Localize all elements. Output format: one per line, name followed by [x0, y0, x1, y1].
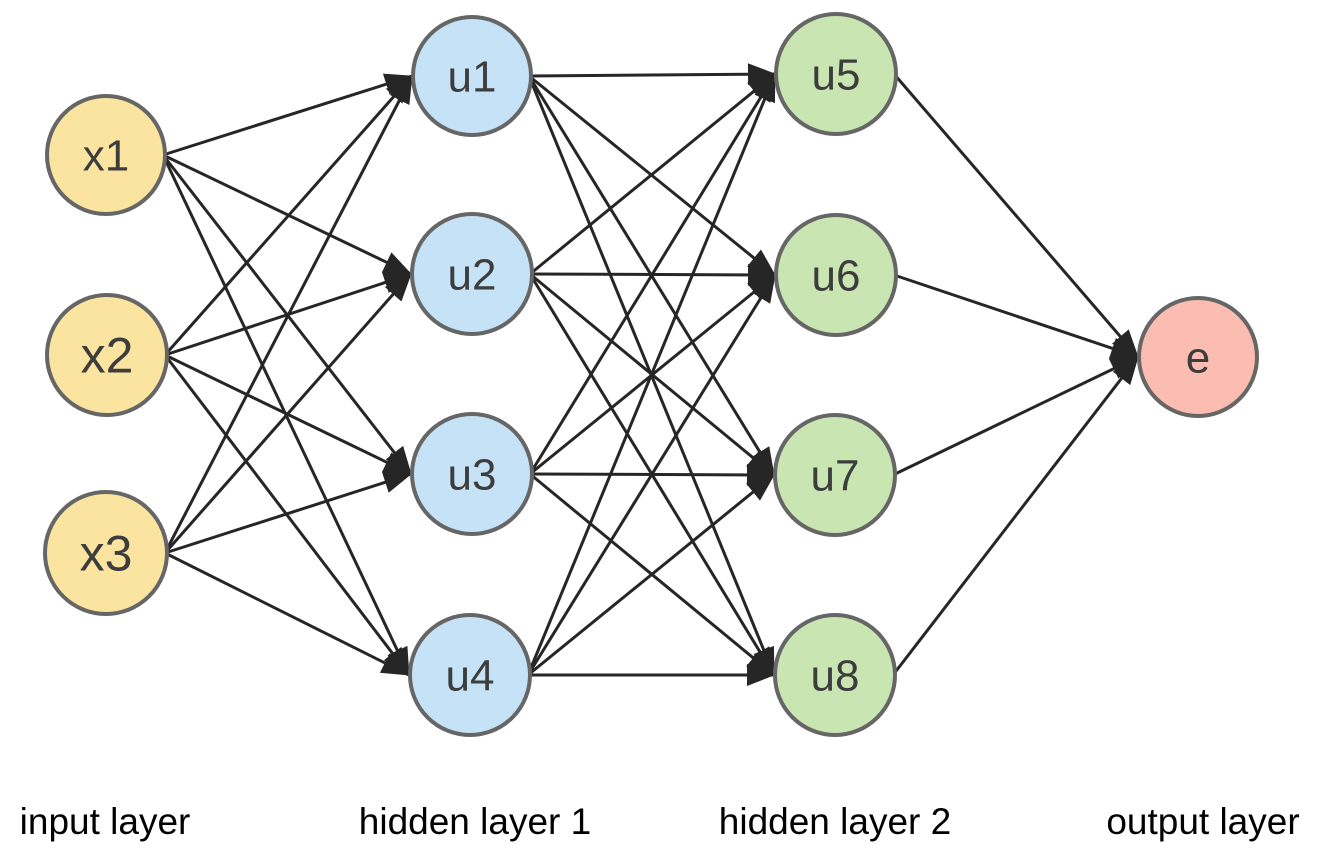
edge-u5-e [892, 73, 1140, 358]
layer-label-input: input layer [20, 801, 191, 842]
node-label-x2: x2 [81, 328, 134, 384]
node-x3 [43, 490, 169, 616]
node-label-u2: u2 [448, 250, 497, 299]
node-x1 [45, 94, 167, 216]
node-label-u6: u6 [812, 251, 861, 300]
edge-u3-u5 [528, 73, 777, 475]
edge-u4-u5 [526, 73, 777, 676]
edge-u8-e [891, 356, 1140, 676]
node-u5 [774, 12, 898, 136]
node-e [1137, 296, 1259, 418]
layer-label-hidden-1: hidden layer 1 [359, 801, 591, 842]
edge-x3-u1 [163, 75, 414, 554]
edge-x1-u1 [162, 73, 413, 157]
edge-x3-u2 [163, 273, 413, 554]
node-u2 [410, 212, 534, 336]
layer-labels-group: input layer hidden layer 1 hidden layer … [20, 801, 1300, 842]
node-label-e: e [1186, 333, 1210, 382]
nodes-group: x1 x2 x3 u1 u2 u3 u4 u5 u6 u7 u8 e [43, 12, 1259, 737]
edge-u7-e [892, 355, 1139, 477]
node-u1 [411, 15, 533, 137]
layer-label-output: output layer [1106, 801, 1299, 842]
node-x2 [45, 293, 169, 417]
node-label-u7: u7 [811, 451, 860, 500]
node-u3 [410, 412, 534, 536]
edge-u1-u5 [528, 63, 776, 86]
edge-x2-u1 [163, 75, 414, 356]
node-u8 [773, 613, 897, 737]
edge-x1-u2 [162, 153, 412, 276]
edge-u4-u6 [526, 274, 777, 676]
layer-label-hidden-2: hidden layer 2 [719, 801, 951, 842]
node-label-u3: u3 [448, 450, 497, 499]
node-label-x3: x3 [80, 526, 133, 582]
edges-group [161, 63, 1140, 686]
edge-u4-u7 [527, 473, 775, 677]
node-label-u4: u4 [446, 651, 495, 700]
node-label-x1: x1 [83, 131, 129, 180]
edge-u2-u5 [529, 72, 776, 276]
edge-u6-e [893, 273, 1139, 359]
node-label-u1: u1 [448, 52, 497, 101]
node-label-u8: u8 [811, 651, 860, 700]
node-u6 [774, 213, 898, 337]
node-u7 [773, 413, 897, 537]
node-u4 [408, 613, 532, 737]
node-label-u5: u5 [812, 50, 861, 99]
edge-x3-u4 [164, 551, 410, 677]
edge-x3-u3 [164, 471, 412, 555]
